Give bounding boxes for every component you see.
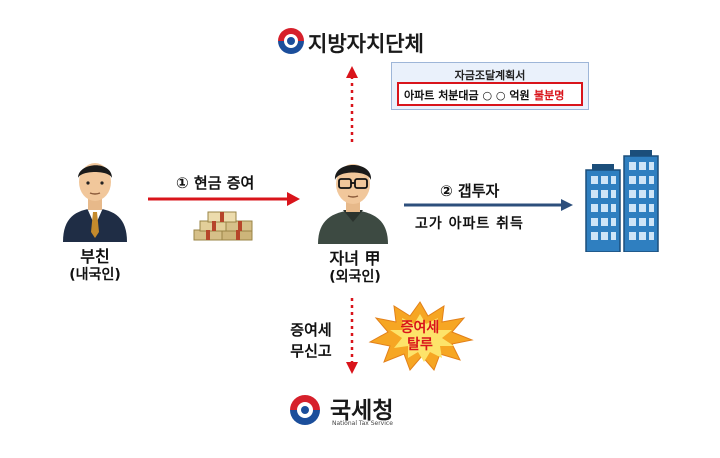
apartment-buildings-icon [585, 150, 659, 252]
child-avatar [318, 164, 388, 244]
nts-name-en: National Tax Service [332, 420, 393, 427]
funding-plan-line: 아파트 처분대금 ○ ○ 억원 불분명 [397, 82, 583, 106]
no-report-line2: 무신고 [290, 342, 332, 360]
funding-plan-unclear: 불분명 [534, 89, 565, 102]
gift-arrow-head [287, 192, 300, 206]
funding-plan-title: 자금조달계획서 [454, 69, 526, 82]
step2-sublabel: 고가 아파트 취득 [415, 216, 524, 232]
tax-evasion-label: 증여세 탈루 [390, 320, 450, 354]
father-avatar [63, 163, 127, 242]
no-report-line1: 증여세 [290, 321, 332, 339]
father-note: (내국인) [69, 267, 121, 283]
funding-plan-line-text: 아파트 처분대금 ○ ○ 억원 [404, 89, 530, 102]
tax-evasion-line2: 탈루 [407, 337, 433, 353]
tax-evasion-burst-icon [368, 301, 474, 371]
step2-label: ② 갭투자 [440, 182, 500, 200]
report-up-arrow-head [346, 66, 358, 78]
child-name: 자녀 甲 [329, 249, 381, 268]
gap-invest-arrow-head [561, 199, 573, 211]
funding-plan-document: 자금조달계획서 아파트 처분대금 ○ ○ 억원 불분명 [391, 62, 589, 110]
report-down-arrow-head [346, 362, 358, 374]
government-emblem-icon [278, 28, 304, 54]
nts-name: 국세청 [330, 398, 394, 424]
local-gov-text: 지방자치단체 [308, 32, 424, 56]
step1-text: ① 현금 증여 [176, 174, 255, 192]
step1-label: ① 현금 증여 [176, 172, 254, 193]
child-note: (외국인) [329, 269, 381, 285]
cash-stack-icon [193, 211, 253, 241]
nts-logo: 국세청 National Tax Service [290, 391, 430, 431]
no-report-label: 증여세 무신고 [286, 320, 336, 362]
father-name: 부친 [80, 247, 110, 266]
tax-evasion-line1: 증여세 [400, 320, 440, 336]
local-gov-label: 지방자치단체 [278, 26, 438, 56]
nts-emblem-icon [290, 395, 320, 425]
